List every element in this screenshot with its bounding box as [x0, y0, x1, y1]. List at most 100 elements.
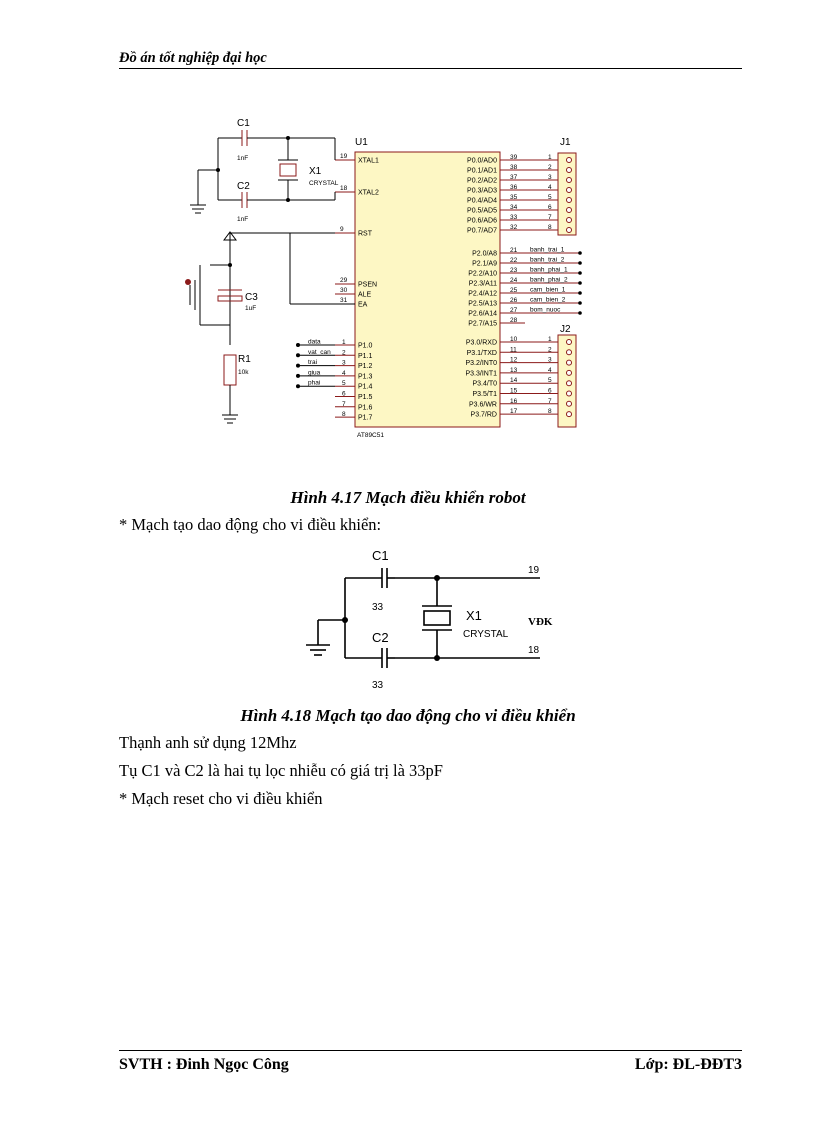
pin-number-p0-4: 35: [510, 194, 518, 201]
pin-label-xtal2: XTAL2: [358, 190, 379, 197]
label-c2-value: 33: [372, 602, 384, 613]
net-dot: [578, 251, 582, 255]
pin-label-p2-5: P2.5/A13: [468, 301, 497, 308]
pin-label-p3-2: P3.2/INT0: [465, 360, 497, 367]
net-label-banh_trai_1: banh_trai_1: [530, 247, 565, 254]
connector-pin: [566, 411, 572, 418]
pin-label-p1-7: P1.7: [358, 415, 373, 422]
pin-number-p3-1: 11: [510, 346, 517, 353]
connector-pin: [566, 197, 572, 203]
net-label-banh_trai_2: banh_trai_2: [530, 257, 565, 264]
net-label-giua: giua: [308, 369, 321, 376]
paragraph-capacitors: Tụ C1 và C2 là hai tụ lọc nhiễu có giá t…: [119, 761, 443, 780]
pin-number-p3-2: 12: [510, 357, 518, 364]
label-u1: U1: [355, 137, 368, 148]
label-c2: C2: [237, 181, 250, 192]
pin-number-p1-2: 3: [342, 360, 346, 367]
pin-label-p1-0: P1.0: [358, 343, 373, 350]
label-c1-value: 1nF: [237, 155, 248, 162]
footer-class: Lớp: ĐL-ĐĐT3: [634, 1056, 742, 1073]
pin-number-p1-0: 1: [342, 339, 346, 346]
j2-pin-1: 1: [548, 336, 552, 343]
connector-pin: [566, 359, 572, 366]
net-dot: [578, 311, 582, 315]
pin-label-p1-2: P1.2: [358, 363, 373, 370]
pin-label-p3-7: P3.7/RD: [471, 412, 497, 419]
pin-number-p0-7: 32: [510, 224, 518, 231]
j1-pin-5: 5: [548, 194, 552, 201]
pin-number-p3-5: 15: [510, 388, 518, 395]
j2-pin-4: 4: [548, 367, 552, 374]
label-j1: J1: [560, 137, 571, 148]
connector-pin: [566, 369, 572, 376]
pin-number-p2-6: 27: [510, 307, 518, 314]
j2-pin-3: 3: [548, 357, 552, 364]
pin-label-ea: EA: [358, 302, 368, 309]
label-c1: C1: [237, 118, 250, 129]
chip-body: [354, 151, 501, 428]
pin-number-p0-5: 34: [510, 204, 518, 211]
j2-pin-6: 6: [548, 388, 552, 395]
connector-pin: [566, 157, 572, 163]
net-dot: [578, 291, 582, 295]
figure-caption-4-17: Hình 4.17 Mạch điều khiển robot: [290, 488, 526, 507]
j1-pin-8: 8: [548, 224, 552, 231]
connector-pin: [566, 177, 572, 183]
pin-number-p1-5: 6: [342, 391, 346, 398]
pin-label-p2-7: P2.7/A15: [468, 321, 497, 328]
pin-label-p2-0: P2.0/A8: [472, 251, 497, 258]
label-c2: C2: [372, 630, 389, 645]
pin-number-29: 29: [340, 277, 348, 284]
net-label-banh_phai_1: banh_phai_1: [530, 267, 568, 274]
paragraph-crystal: Thạnh anh sử dụng 12Mhz: [119, 733, 297, 752]
pin-label-p0-4: P0.4/AD4: [467, 198, 497, 205]
pin-label-p2-1: P2.1/A9: [472, 261, 497, 268]
capacitor-c3: [217, 295, 243, 302]
connector-pin: [566, 349, 572, 356]
pin-number-p3-6: 16: [510, 398, 518, 405]
paragraph-reset-heading: * Mạch reset cho vi điều khiển: [119, 789, 323, 808]
label-c3: C3: [245, 292, 258, 303]
net-dot: [296, 343, 300, 347]
label-crystal: CRYSTAL: [463, 629, 509, 640]
pin-number-p0-6: 33: [510, 214, 518, 221]
j1-pin-1: 1: [548, 154, 552, 161]
figure-oscillator-circuit: C1 33 C2 33 X1 CRYSTAL 19 18 VĐK: [306, 548, 553, 691]
label-c3-value: 1uF: [245, 305, 256, 312]
net-dot: [296, 373, 300, 378]
connector-pin: [566, 227, 572, 233]
connector-pin: [566, 217, 572, 223]
pin-number-p1-4: 5: [342, 380, 346, 387]
junction-dot: [228, 263, 232, 267]
crystal-x1: [279, 163, 297, 177]
pin-number-p1-6: 7: [342, 401, 346, 408]
label-c1-value: 33: [372, 680, 384, 691]
pin-number-p1-7: 8: [342, 411, 346, 418]
j1-pin-7: 7: [548, 214, 552, 221]
pin-number-p2-2: 23: [510, 267, 518, 274]
pin-label-p1-3: P1.3: [358, 373, 373, 380]
label-x1-value: CRYSTAL: [309, 180, 339, 187]
pin-number-p1-3: 4: [342, 370, 346, 377]
j2-pin-7: 7: [548, 398, 552, 405]
connector-pin: [566, 390, 572, 397]
net-label-trai: trai: [308, 359, 317, 366]
pin-label-p2-2: P2.2/A10: [468, 271, 497, 278]
pin-label-xtal1: XTAL1: [358, 158, 379, 165]
pin-number-p2-5: 26: [510, 297, 518, 304]
net-label-cam_bien_2: cam_bien_2: [530, 297, 566, 304]
figure-robot-control-circuit: U1AT89C51J1J2XTAL119XTAL218RST9PSEN29ALE…: [185, 118, 582, 439]
pin-number-p0-2: 37: [510, 174, 518, 181]
label-x1: X1: [466, 608, 482, 623]
net-label-bom_nuoc: bom_nuoc: [530, 307, 561, 314]
pin-label-p2-6: P2.6/A14: [468, 311, 497, 318]
connector-pin: [566, 400, 572, 407]
pin-number-p3-7: 17: [510, 408, 518, 415]
connector-pin: [566, 187, 572, 193]
pin-label-p3-3: P3.3/INT1: [465, 370, 497, 377]
pin-label-p3-4: P3.4/T0: [472, 381, 497, 388]
junction-dot: [286, 198, 290, 202]
label-pin-18: 18: [528, 645, 540, 656]
net-dot: [296, 384, 300, 389]
label-r1-value: 10k: [238, 369, 249, 376]
